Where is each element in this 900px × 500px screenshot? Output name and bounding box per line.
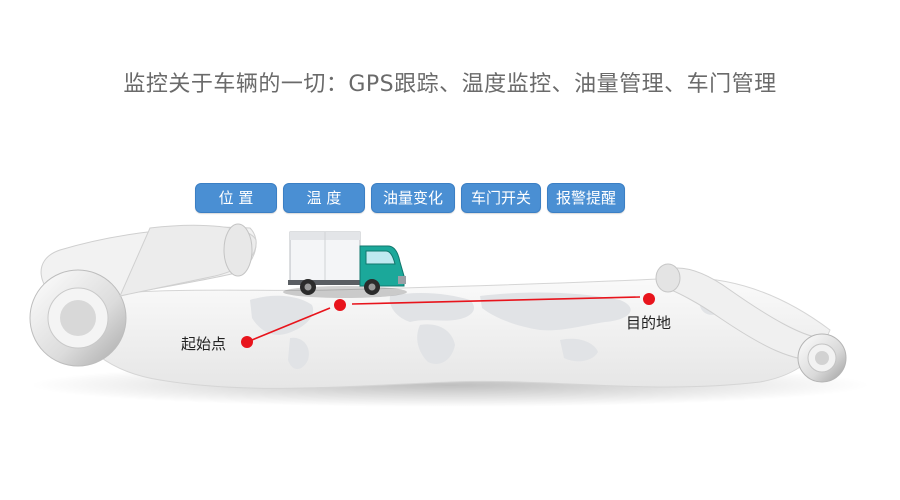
headline: 监控关于车辆的一切：GPS跟踪、温度监控、油量管理、车门管理 xyxy=(123,72,777,97)
tag-alarm[interactable]: 报警提醒 xyxy=(547,183,625,213)
start-point-label: 起始点 xyxy=(181,335,227,353)
destination-label: 目的地 xyxy=(626,314,672,332)
truck-icon xyxy=(283,231,407,298)
route xyxy=(246,296,641,343)
left-roll xyxy=(29,223,257,367)
tag-position[interactable]: 位 置 xyxy=(195,183,277,213)
world-map xyxy=(250,292,721,369)
right-roll xyxy=(655,263,847,383)
route-segment-2 xyxy=(351,296,641,305)
tag-fuel-change[interactable]: 油量变化 xyxy=(371,183,455,213)
feature-tags: 位 置 温 度 油量变化 车门开关 报警提醒 xyxy=(195,183,625,213)
vehicle-point-marker xyxy=(334,299,346,311)
destination-marker xyxy=(643,293,655,305)
route-segment-1 xyxy=(246,307,331,343)
tag-door-switch[interactable]: 车门开关 xyxy=(461,183,541,213)
start-point-marker xyxy=(241,336,253,348)
tag-temperature[interactable]: 温 度 xyxy=(283,183,365,213)
